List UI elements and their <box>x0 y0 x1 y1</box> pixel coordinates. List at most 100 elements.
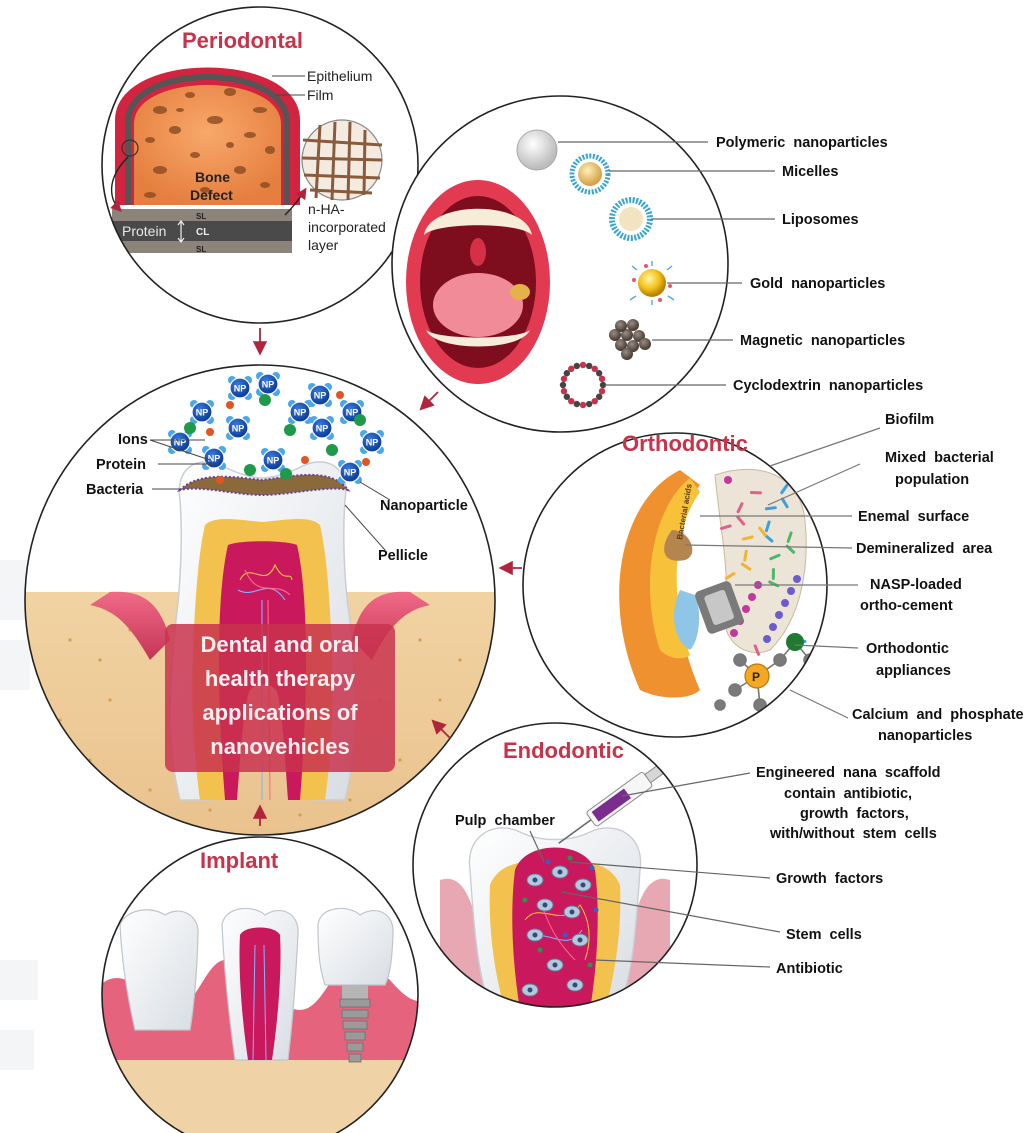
np-label: NP <box>196 408 209 418</box>
label-cyclodextrin: Cyclodextrin nanoparticles <box>733 378 923 394</box>
label-polymeric: Polymeric nanoparticles <box>716 135 888 151</box>
label-sl-bottom: SL <box>196 245 206 254</box>
label-nanoparticle: Nanoparticle <box>380 498 468 514</box>
label-enamel: Enemal surface <box>858 509 969 525</box>
label-scaffold-1: Engineered nana scaffold <box>756 765 941 781</box>
nanoparticle-icon: NP <box>360 430 384 454</box>
label-gold: Gold nanoparticles <box>750 276 885 292</box>
endodontic-circle <box>413 723 697 1010</box>
nanoparticle-icon: NP <box>310 416 334 440</box>
ion-icon <box>301 456 309 464</box>
periodontal-title: Periodontal <box>182 28 303 53</box>
central-title-line-4: nanovehicles <box>165 730 395 764</box>
orthodontic-title: Orthodontic <box>622 431 748 456</box>
label-liposomes: Liposomes <box>782 212 859 228</box>
label-biofilm: Biofilm <box>885 412 934 428</box>
uvula <box>470 238 486 266</box>
central-title-line-2: health therapy <box>165 662 395 696</box>
label-cl: CL <box>196 227 209 238</box>
label-sl-top: SL <box>196 212 206 221</box>
label-pulp-chamber: Pulp chamber <box>455 813 555 829</box>
np-label: NP <box>316 424 329 434</box>
label-ions: Ions <box>118 432 148 448</box>
nanoparticle-icon: NP <box>338 460 362 484</box>
label-mixed-1: Mixed bacterial <box>885 450 994 466</box>
nanoparticle-icon: NP <box>308 383 332 407</box>
label-nha-3: layer <box>308 237 339 253</box>
nanoparticle-icon: NP <box>261 448 285 472</box>
implant-abutment <box>342 985 368 999</box>
label-nha-1: n-HA- <box>308 201 345 217</box>
nanoparticle-icon: NP <box>202 446 226 470</box>
nanoparticle-icon: NP <box>226 416 250 440</box>
ion-icon <box>354 414 366 426</box>
polymeric-nanoparticle-icon <box>517 130 557 170</box>
label-film: Film <box>307 87 333 103</box>
label-micelles: Micelles <box>782 164 838 180</box>
label-bone: Bone <box>195 169 230 185</box>
label-nasp-2: ortho-cement <box>860 598 953 614</box>
central-circle <box>20 365 500 852</box>
label-stem-cells: Stem cells <box>786 927 862 943</box>
ion-icon <box>326 444 338 456</box>
ion-icon <box>206 428 214 436</box>
arrow-nanocarriers <box>422 392 438 408</box>
np-label: NP <box>314 391 327 401</box>
central-title-line-3: applications of <box>165 696 395 730</box>
nanoparticle-icon: NP <box>228 376 252 400</box>
label-appliances-1: Orthodontic <box>866 641 949 657</box>
nanocarrier-circle <box>392 96 728 432</box>
lesion <box>510 284 530 300</box>
np-label: NP <box>262 380 275 390</box>
label-protein: Protein <box>96 457 146 473</box>
calcium-icon <box>786 633 804 651</box>
label-demineralized: Demineralized area <box>856 541 993 557</box>
label-calcium-1: Calcium and phosphate <box>852 707 1024 723</box>
nanoparticle-icon: NP <box>190 400 214 424</box>
label-bacteria: Bacteria <box>86 482 144 498</box>
tongue <box>433 273 523 337</box>
label-growth-factors: Growth factors <box>776 871 883 887</box>
implant-crown <box>318 908 393 985</box>
label-nasp-1: NASP-loaded <box>870 577 962 593</box>
central-title-line-1: Dental and oral <box>165 628 395 662</box>
np-label: NP <box>344 468 357 478</box>
natural-tooth-left <box>120 910 198 1030</box>
ion-icon <box>362 458 370 466</box>
label-epithelium: Epithelium <box>307 68 372 84</box>
label-mixed-2: population <box>895 472 969 488</box>
np-label: NP <box>208 454 221 464</box>
np-label: NP <box>234 384 247 394</box>
middle-tooth-pulp <box>239 928 280 1061</box>
label-defect: Defect <box>190 187 233 203</box>
label-appliances-2: appliances <box>876 663 951 679</box>
label-calcium-2: nanoparticles <box>878 728 972 744</box>
np-label: NP <box>294 408 307 418</box>
ion-icon <box>184 422 196 434</box>
implant-title: Implant <box>200 848 279 873</box>
label-scaffold-3: growth factors, <box>800 806 909 822</box>
ion-icon <box>259 394 271 406</box>
label-scaffold-2: contain antibiotic, <box>784 786 912 802</box>
ion-icon <box>226 401 234 409</box>
label-antibiotic: Antibiotic <box>776 961 843 977</box>
periodontal-circle <box>102 7 418 323</box>
ion-icon <box>216 476 224 484</box>
label-protein-layer: Protein <box>122 223 166 239</box>
np-label: NP <box>267 456 280 466</box>
implant-circle <box>100 837 430 1133</box>
np-label: NP <box>174 438 187 448</box>
label-nha-2: incorporated <box>308 219 386 235</box>
endodontic-title: Endodontic <box>503 738 624 763</box>
np-label: NP <box>366 438 379 448</box>
label-scaffold-4: with/without stem cells <box>769 826 937 842</box>
ion-icon <box>284 424 296 436</box>
nanoparticle-icon: NP <box>256 372 280 396</box>
ion-icon <box>336 391 344 399</box>
label-p: P <box>752 670 760 684</box>
np-label: NP <box>232 424 245 434</box>
label-magnetic: Magnetic nanoparticles <box>740 333 905 349</box>
ion-icon <box>280 468 292 480</box>
ion-icon <box>244 464 256 476</box>
